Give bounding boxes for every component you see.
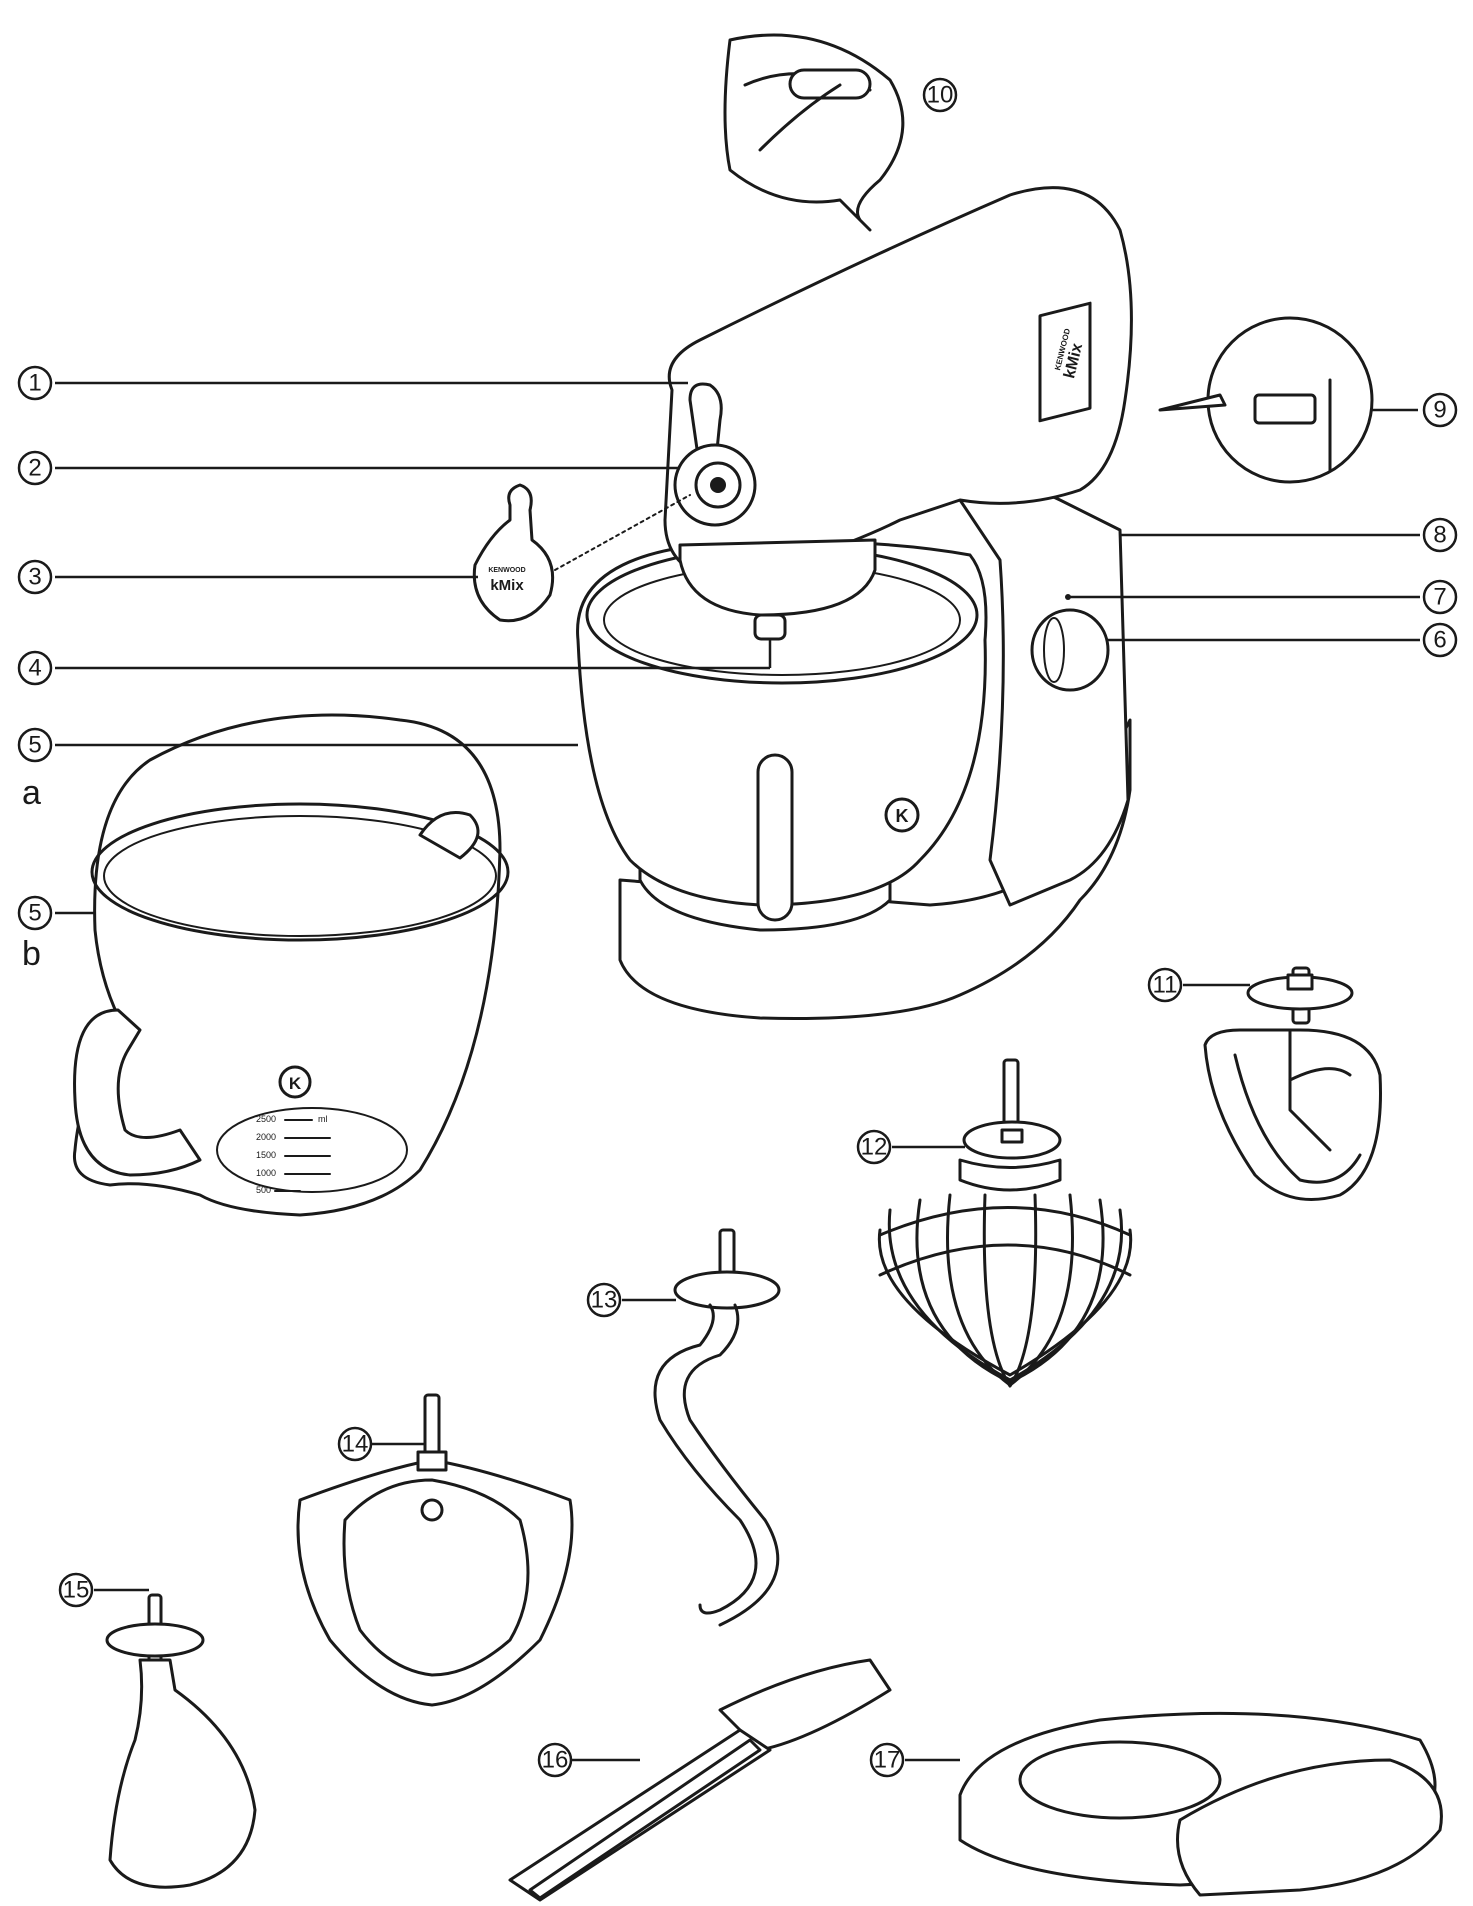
bowl-k-logo <box>884 797 920 833</box>
callout-10: 10 <box>922 77 958 113</box>
head-lock-detail-inset <box>1158 316 1374 484</box>
callout-7: 7 <box>1422 579 1458 615</box>
callout-5a-number: 5 <box>28 732 41 759</box>
callout-5b: 5 <box>17 895 53 931</box>
callout-6: 6 <box>1422 622 1458 658</box>
head-lock-lever <box>1253 393 1317 425</box>
callout-15-number: 15 <box>63 1577 90 1604</box>
callout-1-number: 1 <box>28 370 41 397</box>
callout-11-number: 11 <box>1153 972 1178 999</box>
flexi-beater <box>296 1393 574 1707</box>
folding-tool <box>105 1593 257 1889</box>
callout-12-number: 12 <box>861 1134 888 1161</box>
callout-6-number: 6 <box>1433 627 1446 654</box>
variant-label-a: a <box>22 774 41 812</box>
callout-8-number: 8 <box>1433 522 1446 549</box>
cable-detail-inset <box>723 33 905 232</box>
scale-mark-500: 500 <box>256 1185 271 1195</box>
callout-3: 3 <box>17 559 53 595</box>
glass-bowl-k-logo <box>278 1065 312 1099</box>
head-badge <box>1038 301 1092 423</box>
whisk <box>877 1058 1133 1388</box>
callout-3-number: 3 <box>28 564 41 591</box>
glass-bowl-scale <box>216 1107 408 1193</box>
k-beater <box>1203 966 1382 1201</box>
stand-mixer: K KENWOOD kMix <box>576 186 1133 1021</box>
callout-4: 4 <box>17 650 53 686</box>
outlet-cover: KENWOOD kMix <box>472 483 691 623</box>
scale-mark-2500: 2500 <box>256 1114 276 1124</box>
callout-14: 14 <box>337 1426 373 1462</box>
callout-12: 12 <box>856 1129 892 1165</box>
glass-bowl-body <box>72 713 502 1217</box>
scale-mark-2000: 2000 <box>256 1132 276 1142</box>
dough-hook <box>653 1228 781 1627</box>
pouring-shield <box>958 1711 1443 1897</box>
callout-13: 13 <box>586 1282 622 1318</box>
callout-14-number: 14 <box>342 1431 369 1458</box>
callout-2: 2 <box>17 450 53 486</box>
callout-5b-number: 5 <box>28 900 41 927</box>
callout-8: 8 <box>1422 517 1458 553</box>
callout-9: 9 <box>1422 392 1458 428</box>
cover-brand-model: kMix <box>490 577 524 594</box>
bowl-window <box>756 753 794 922</box>
callout-1: 1 <box>17 365 53 401</box>
callout-15: 15 <box>58 1572 94 1608</box>
callout-10-number: 10 <box>927 82 954 109</box>
speed-control <box>1030 608 1110 692</box>
callout-13-number: 13 <box>591 1287 618 1314</box>
callout-17: 17 <box>869 1742 905 1778</box>
scale-unit: ml <box>318 1114 328 1124</box>
glass-bowl: K 2500 ml 2000 1500 1000 500 <box>72 713 510 1217</box>
callout-7-number: 7 <box>1433 584 1446 611</box>
spatula <box>508 1658 892 1902</box>
scale-mark-1500: 1500 <box>256 1150 276 1160</box>
glass-bowl-handle <box>73 1008 202 1177</box>
callout-2-number: 2 <box>28 455 41 482</box>
callout-16: 16 <box>537 1742 573 1778</box>
glass-bowl-scale-marks: 2500 ml 2000 1500 1000 500 <box>256 1114 331 1195</box>
callout-leaders <box>55 381 1420 1762</box>
callout-9-number: 9 <box>1433 397 1446 424</box>
variant-label-b: b <box>22 935 41 973</box>
callout-4-number: 4 <box>28 655 41 682</box>
cover-brand-maker: KENWOOD <box>488 567 525 574</box>
scale-mark-1000: 1000 <box>256 1168 276 1178</box>
callouts: 1 2 3 4 5 a 5 b 6 7 8 9 10 11 12 13 14 1… <box>17 77 1458 1778</box>
bowl-k-letter: K <box>896 806 909 826</box>
callout-11: 11 <box>1147 967 1183 1003</box>
callout-5a: 5 <box>17 727 53 763</box>
drive-shaft <box>753 613 787 641</box>
callout-16-number: 16 <box>542 1747 569 1774</box>
glass-bowl-k-letter: K <box>289 1074 302 1093</box>
callout-17-number: 17 <box>874 1747 901 1774</box>
